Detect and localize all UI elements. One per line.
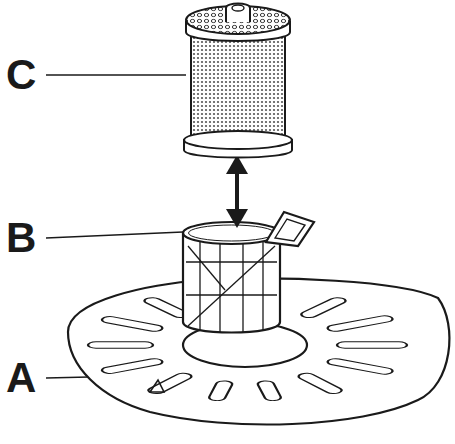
leader-line xyxy=(46,74,186,76)
callout-letter: A xyxy=(6,357,36,399)
leader-line xyxy=(46,232,183,238)
double-arrow xyxy=(226,155,248,228)
callout-letter: B xyxy=(6,217,36,259)
coarse-filter xyxy=(183,212,314,333)
fine-filter xyxy=(184,4,292,158)
callout-letter: C xyxy=(6,54,36,96)
